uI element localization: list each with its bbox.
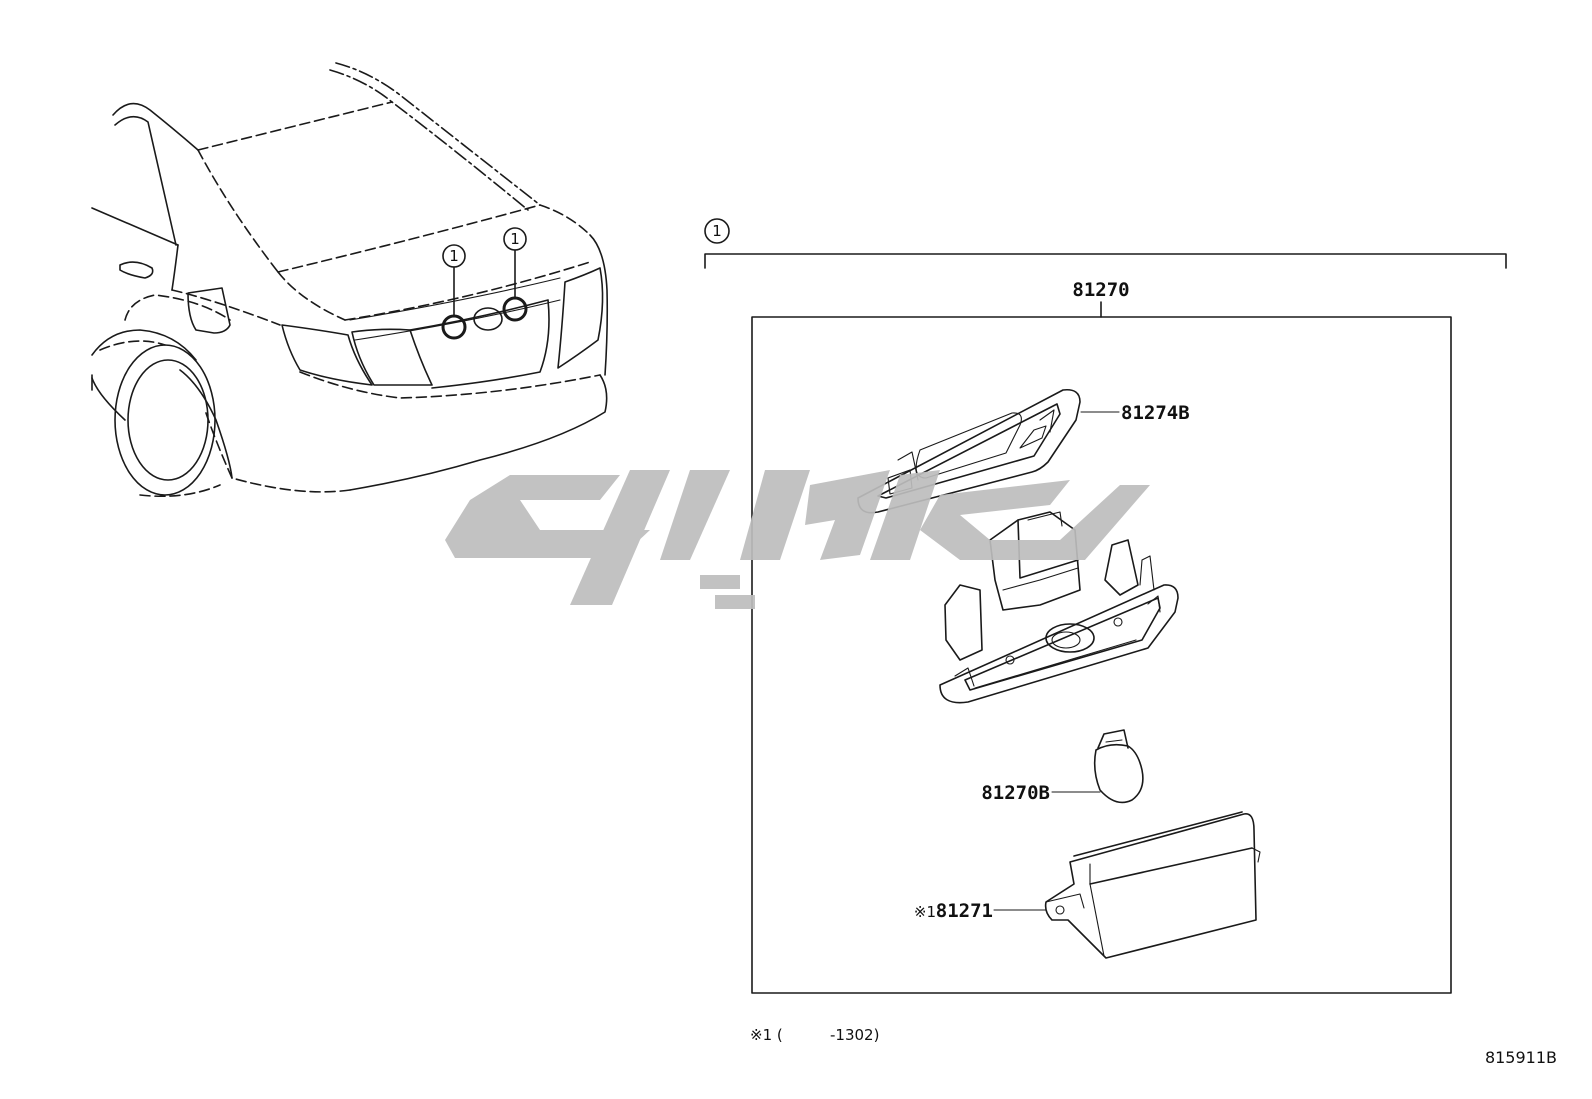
footnote-marker: ※1 ( — [750, 1026, 783, 1044]
assembly-part-number: 81270 — [1072, 279, 1129, 301]
assembly-callout: 1 — [704, 218, 1507, 269]
lamp-housing-drawing — [939, 511, 1179, 704]
car-rear-illustration — [91, 62, 609, 498]
watermark-logo — [445, 470, 1150, 609]
diagram-code: 815911B — [1485, 1048, 1557, 1067]
car-callout-right: 1 — [502, 227, 528, 322]
footnote-value: -1302) — [830, 1026, 879, 1044]
bulb-part-number: 81270B — [981, 782, 1050, 804]
svg-text:1: 1 — [510, 230, 520, 248]
lens-part-number: 81271 — [936, 900, 993, 922]
lens-note-marker: ※1 — [914, 903, 936, 921]
assembly-frame — [751, 316, 1452, 994]
bulb-drawing — [1093, 729, 1144, 804]
car-callout-left: 1 — [441, 244, 467, 340]
svg-text:1: 1 — [449, 247, 459, 265]
svg-text:1: 1 — [712, 222, 722, 240]
gasket-part-number: 81274B — [1121, 402, 1190, 424]
lens-drawing — [1044, 811, 1261, 959]
